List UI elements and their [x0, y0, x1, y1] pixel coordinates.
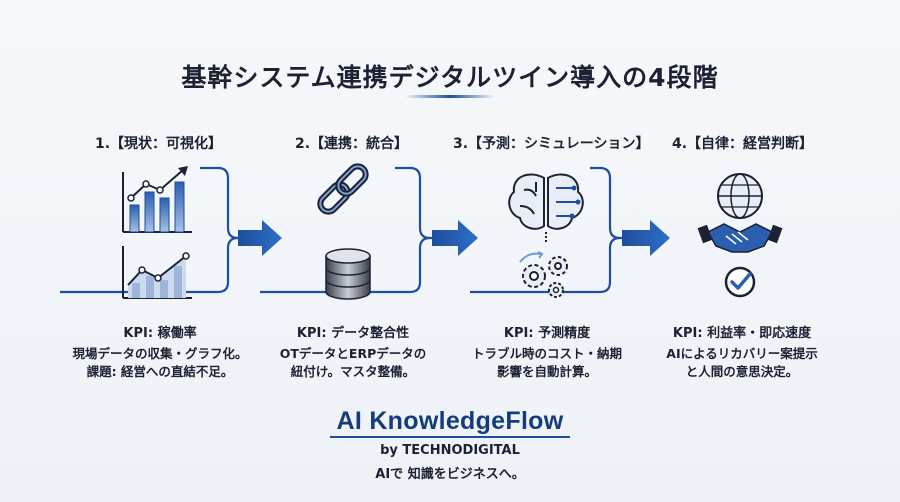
- step-1-description: KPI: 稼働率 現場データの収集・グラフ化。 課題: 経営への直結不足。: [55, 325, 265, 381]
- connector-3: [470, 166, 640, 294]
- title-underline: [405, 95, 495, 98]
- brand-logo-text: AI KnowledgeFlow: [336, 407, 564, 435]
- step-3-heading: 3.【予測：シミュレーション】: [453, 136, 650, 152]
- step-3-line-1: トラブル時のコスト・納期: [471, 346, 622, 361]
- step-3-description: KPI: 予測精度 トラブル時のコスト・納期 影響を自動計算。: [442, 325, 652, 381]
- globe-handshake-icon: [697, 173, 783, 253]
- checkmark-icon: [724, 266, 756, 298]
- step-4-line-1: AIによるリカバリー案提示: [666, 346, 818, 361]
- step-2-heading: 2.【連携：統合】: [295, 136, 409, 152]
- connector-2: [260, 166, 450, 294]
- ai-brain-icon: [508, 173, 584, 244]
- step-4-line-2: と人間の意思決定。: [685, 364, 799, 379]
- step-3-kpi: KPI: 予測精度: [503, 326, 591, 341]
- step-1-line-1: 現場データの収集・グラフ化。: [72, 346, 248, 361]
- page-title: 基幹システム連携デジタルツイン導入の4段階: [181, 63, 719, 92]
- brand-tagline: AIで 知識をビジネスへ。: [375, 467, 525, 482]
- step-3-line-2: 影響を自動計算。: [496, 364, 597, 379]
- step-2-description: KPI: データ整合性 OTデータとERPデータの 紐付け。マスタ整備。: [248, 325, 458, 381]
- arrow-2: [432, 220, 478, 256]
- step-1-kpi: KPI: 稼働率: [123, 326, 197, 341]
- line-bar-chart-icon: [122, 166, 192, 233]
- brand-byline: by TECHNODIGITAL: [380, 443, 520, 458]
- step-4-kpi: KPI: 利益率・即応速度: [672, 326, 812, 341]
- connector-1: [60, 166, 258, 294]
- arrow-1: [238, 220, 282, 256]
- step-2-line-1: OTデータとERPデータの: [279, 346, 427, 361]
- area-line-chart-icon: [122, 246, 192, 299]
- step-4-heading: 4.【自律：経営判断】: [672, 136, 814, 152]
- arrow-3: [622, 220, 670, 256]
- flow-diagram: [60, 163, 783, 300]
- brand-underline: [330, 436, 570, 438]
- step-4-description: KPI: 利益率・即応速度 AIによるリカバリー案提示 と人間の意思決定。: [637, 325, 847, 381]
- database-icon: [325, 248, 371, 300]
- step-1-line-2: 課題: 経営への直結不足。: [86, 364, 234, 379]
- step-1-heading: 1.【現状：可視化】: [95, 136, 223, 152]
- chain-link-icon: [317, 163, 369, 215]
- step-2-kpi: KPI: データ整合性: [296, 326, 410, 341]
- step-2-line-2: 紐付け。マスタ整備。: [290, 364, 416, 379]
- gears-icon: [519, 251, 568, 298]
